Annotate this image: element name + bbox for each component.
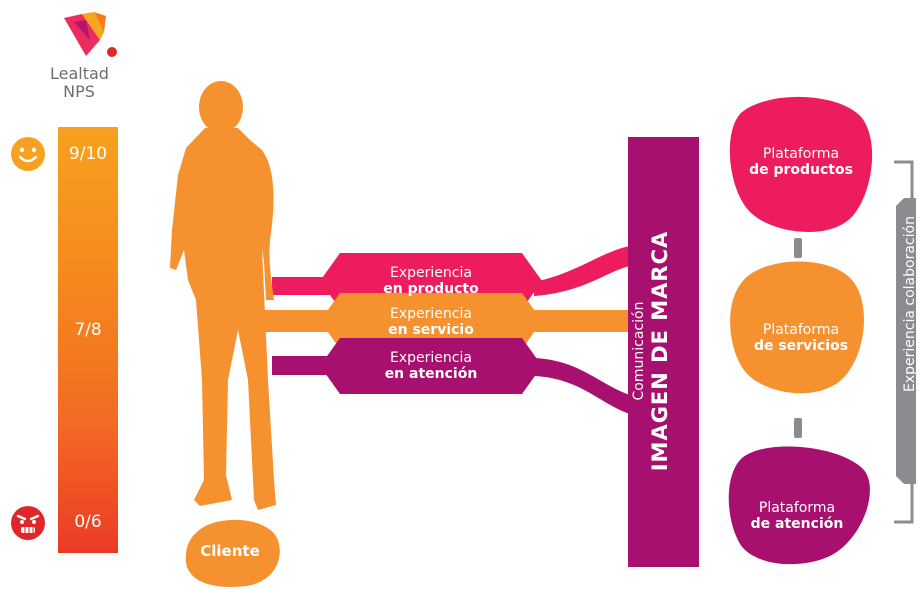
platform-services-line1: Plataforma bbox=[762, 322, 840, 338]
connector-attention-right bbox=[534, 358, 630, 414]
experience-attention-line2: en atención bbox=[384, 366, 478, 382]
client-blob bbox=[185, 519, 280, 587]
platform-services-line2: de servicios bbox=[753, 338, 849, 354]
connector-product-left bbox=[272, 277, 336, 295]
platform-attention-label: Plataforma de atención bbox=[722, 500, 872, 532]
experience-product-label: Experiencia en producto bbox=[338, 265, 524, 297]
experience-attention-label: Experiencia en atención bbox=[338, 350, 524, 382]
platform-link-1 bbox=[794, 238, 802, 258]
scale-label-top: 9/10 bbox=[68, 144, 108, 164]
brand-image-text: Comunicación IMAGEN DE MARCA bbox=[630, 191, 700, 511]
experience-product-line2: en producto bbox=[383, 281, 479, 297]
platform-products-blob bbox=[729, 96, 873, 233]
connector-service-left bbox=[250, 310, 336, 332]
connector-attention-left bbox=[272, 356, 336, 375]
loyalty-title-line2: NPS bbox=[63, 82, 95, 101]
brand-small-label: Comunicación bbox=[631, 301, 647, 401]
happy-face-icon bbox=[11, 137, 45, 171]
platform-products-line1: Plataforma bbox=[762, 146, 840, 162]
client-label: Cliente bbox=[200, 542, 260, 560]
experience-service-label: Experiencia en servicio bbox=[338, 306, 524, 338]
brand-logo-icon bbox=[64, 12, 117, 57]
scale-label-middle: 7/8 bbox=[74, 320, 102, 340]
brand-image-bar bbox=[628, 137, 699, 567]
ribbon-attention bbox=[320, 338, 542, 394]
scale-label-bottom: 0/6 bbox=[74, 512, 102, 532]
platform-attention-line2: de atención bbox=[750, 516, 844, 532]
angry-face-icon bbox=[11, 506, 45, 540]
experience-service-line2: en servicio bbox=[388, 322, 474, 338]
loyalty-title: Lealtad NPS bbox=[50, 64, 109, 101]
person-silhouette-icon bbox=[170, 81, 276, 510]
collaboration-bar bbox=[896, 198, 916, 484]
platform-products-label: Plataforma de productos bbox=[726, 146, 876, 178]
ribbon-service bbox=[320, 293, 542, 349]
experience-attention-line1: Experiencia bbox=[390, 350, 472, 366]
platform-attention-line1: Plataforma bbox=[758, 500, 836, 516]
connector-product-right bbox=[534, 246, 630, 296]
brand-big-label: IMAGEN DE MARCA bbox=[648, 230, 672, 472]
experience-service-line1: Experiencia bbox=[390, 306, 472, 322]
platform-products-line2: de productos bbox=[749, 162, 853, 178]
collaboration-label: Experiencia colaboración bbox=[902, 216, 918, 392]
platform-attention-blob bbox=[728, 446, 870, 565]
loyalty-scale-bar bbox=[58, 127, 118, 553]
connector-service-right bbox=[534, 310, 630, 332]
platform-link-2 bbox=[794, 418, 802, 438]
experience-product-line1: Experiencia bbox=[390, 265, 472, 281]
platform-services-blob bbox=[730, 261, 864, 394]
platform-services-label: Plataforma de servicios bbox=[726, 322, 876, 354]
loyalty-title-line1: Lealtad bbox=[50, 64, 109, 83]
